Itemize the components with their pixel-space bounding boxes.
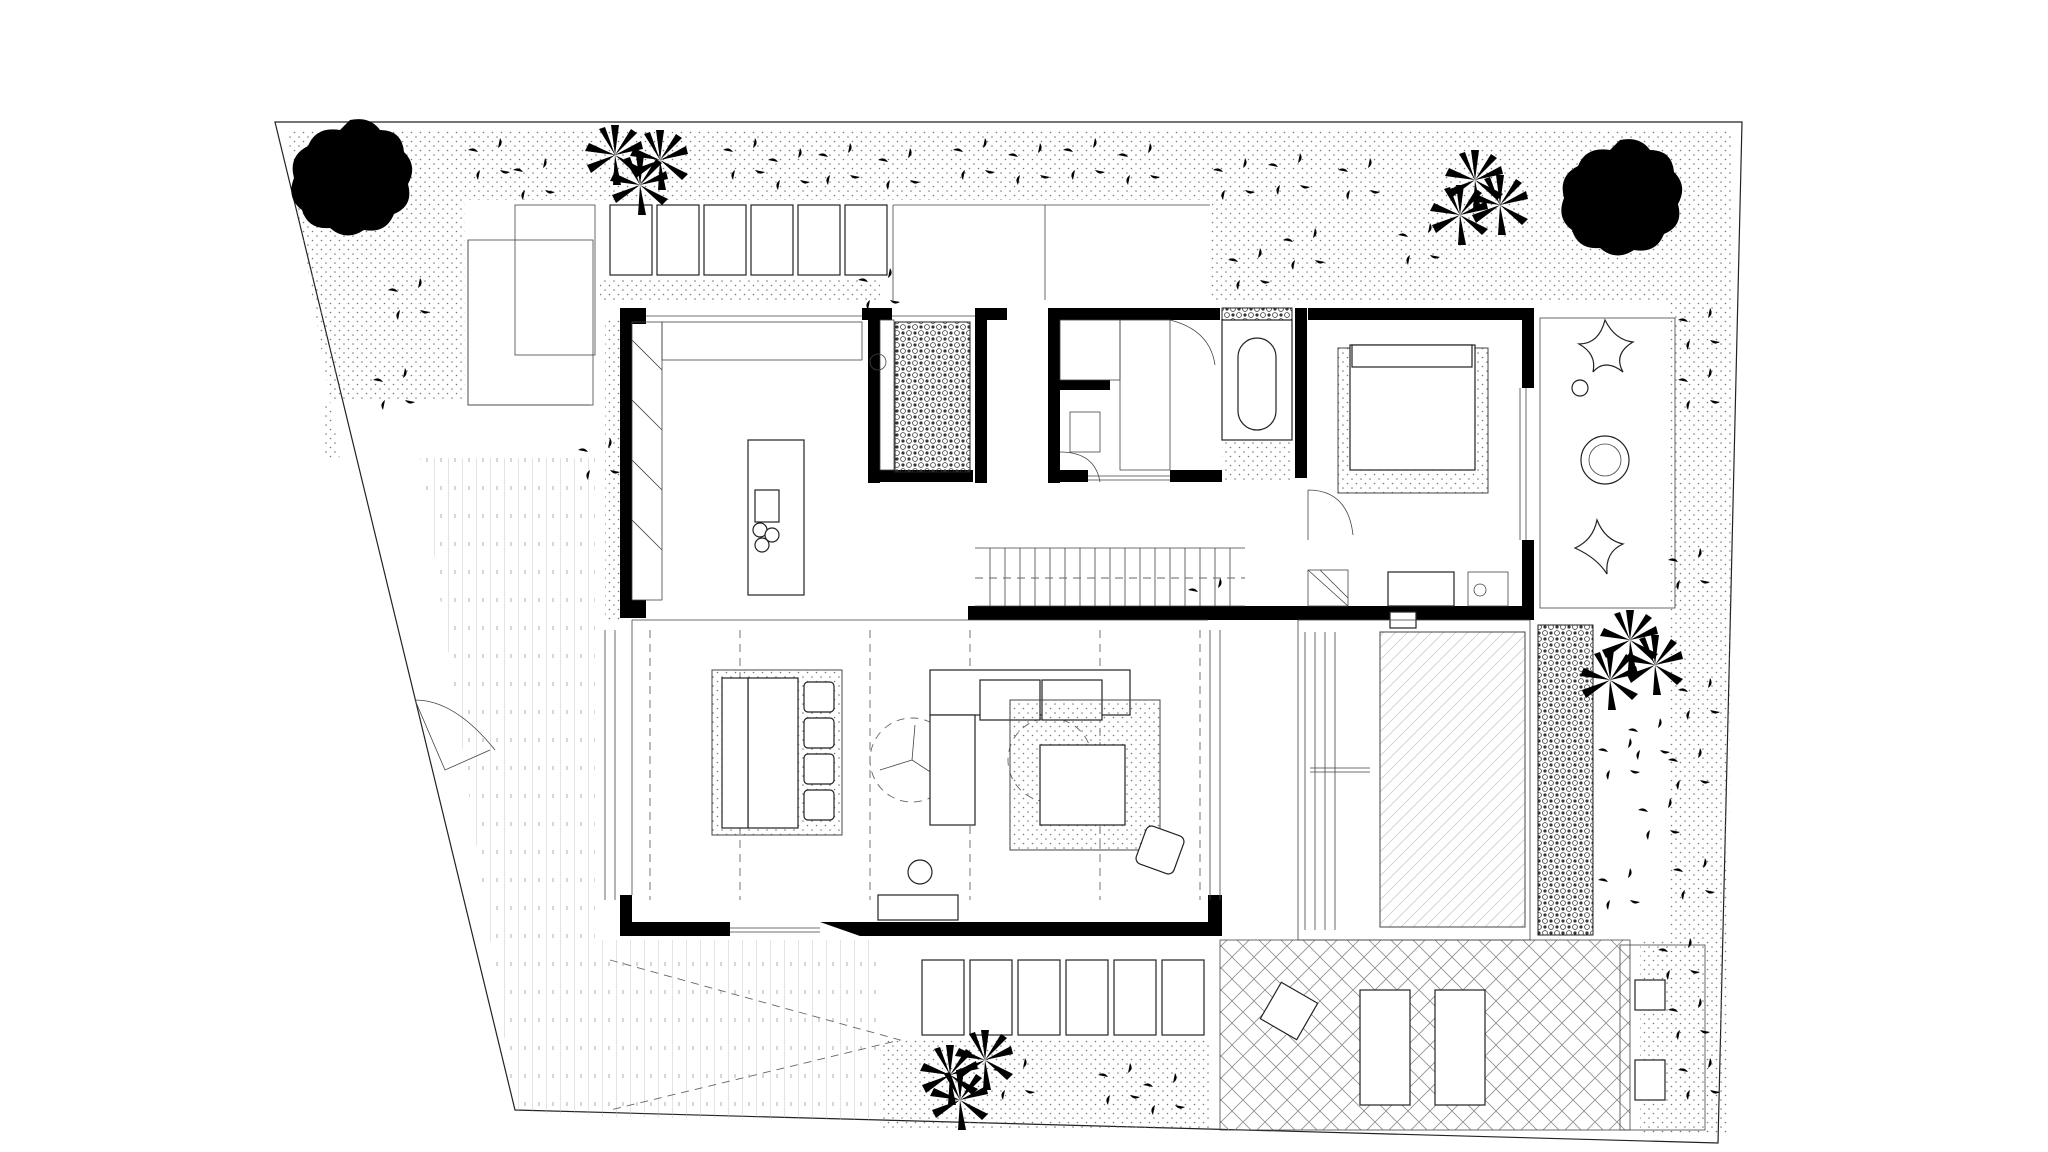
chair-icon [803, 681, 835, 821]
sun-lounger-icon [1359, 989, 1486, 1106]
paving-top [467, 204, 1210, 406]
deck [414, 458, 902, 1120]
sofa-icon [929, 669, 1161, 851]
patio [1219, 939, 1706, 1131]
site-boundary [274, 121, 1743, 1144]
living-dining [604, 619, 1221, 921]
windows [646, 315, 1170, 933]
courtyard [1539, 317, 1676, 609]
deck-loungers [921, 959, 1205, 1036]
stair [975, 547, 1245, 607]
pool [1297, 619, 1594, 941]
armchair [1135, 825, 1185, 875]
house-walls [620, 308, 1534, 936]
interior-lines [631, 307, 1527, 629]
